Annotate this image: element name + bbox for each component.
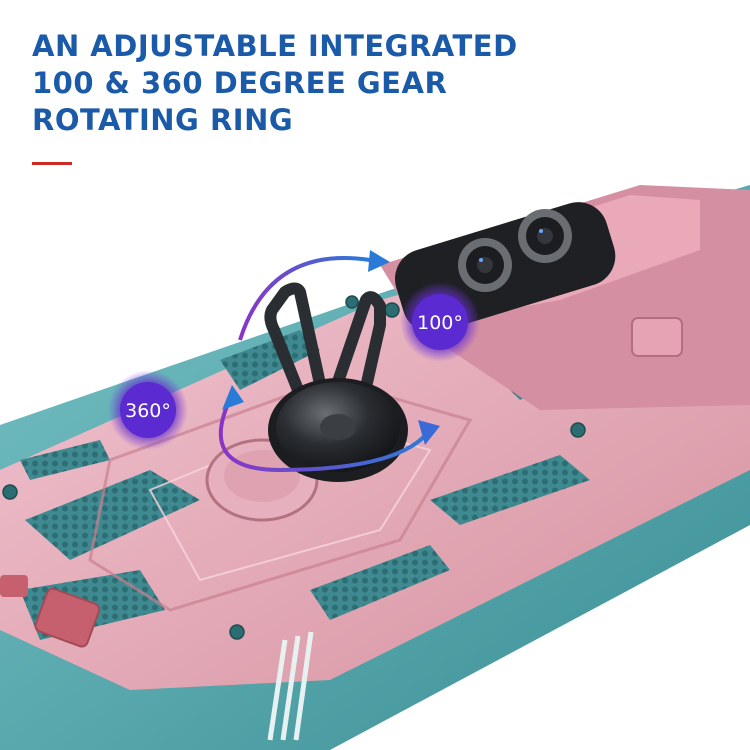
grip-panel	[20, 440, 110, 480]
grip-panel	[25, 470, 200, 560]
camera-lens-2	[458, 238, 512, 292]
kickstand-ring	[264, 282, 408, 482]
side-port	[34, 587, 101, 648]
rotation-arrow-top	[238, 255, 371, 341]
grip-panel	[430, 455, 590, 525]
headline-line-3: ROTATING RING	[32, 103, 294, 137]
grip-panel	[220, 330, 320, 390]
arrow-head-icon	[368, 250, 390, 272]
slide-tab	[631, 317, 683, 357]
accent-bar	[32, 162, 72, 165]
headline-line-2: 100 & 360 DEGREE GEAR	[32, 66, 448, 100]
rotation-arrow-bottom	[218, 394, 432, 473]
badge-100-label: 100°	[417, 312, 463, 334]
headline-line-1: AN ADJUSTABLE INTEGRATED	[32, 29, 518, 63]
badge-360: 360°	[108, 370, 188, 450]
headline: AN ADJUSTABLE INTEGRATED 100 & 360 DEGRE…	[32, 28, 518, 139]
badge-100: 100°	[400, 282, 480, 362]
grip-panel	[310, 545, 450, 620]
screw-icon	[2, 295, 586, 640]
bumper-ridges	[267, 631, 314, 741]
badge-360-label: 360°	[125, 400, 171, 422]
camera-lens-1	[518, 209, 572, 263]
